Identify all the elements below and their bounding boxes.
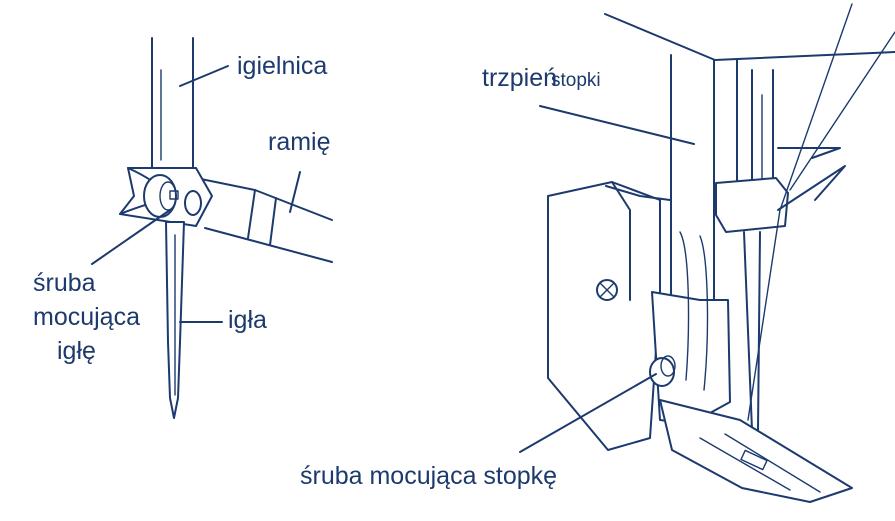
label-presser-bar-part1: trzpień (482, 64, 557, 93)
arm-band-right (270, 198, 276, 245)
side-cover (548, 182, 660, 450)
arm-upper-edge (196, 178, 332, 220)
machine-head-top-edge (605, 14, 895, 60)
label-presser-bar-part2: stopki (551, 70, 601, 92)
right-needle-right (758, 232, 760, 430)
leader-clamp-screw (92, 210, 170, 264)
presser-foot-sole (660, 400, 852, 502)
arm-lower-edge (205, 228, 332, 262)
label-arm: ramię (268, 128, 331, 157)
arm-band-left (248, 190, 255, 238)
label-needle-bar: igielnica (237, 52, 327, 81)
label-needle: igła (228, 306, 267, 335)
clamp-nut (185, 191, 201, 215)
right-thread-guide (778, 148, 840, 158)
label-needle-clamp-screw-line2: mocująca (33, 300, 140, 334)
leader-needle-bar (180, 66, 228, 86)
label-needle-clamp-screw-line1: śruba (33, 266, 140, 300)
label-presser-foot-screw: śruba mocująca stopkę (300, 462, 557, 491)
label-needle-clamp-screw: śruba mocująca igłę (33, 266, 140, 368)
label-needle-clamp-screw-line3: igłę (33, 334, 140, 368)
